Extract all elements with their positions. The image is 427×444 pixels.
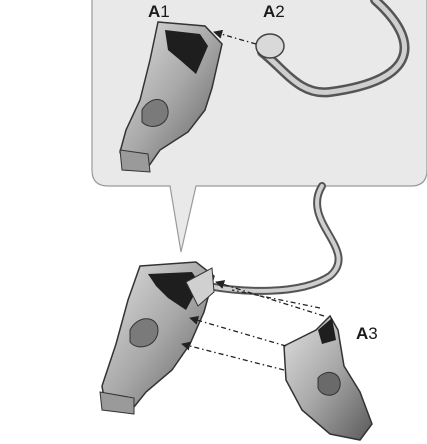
label-a3: A3 [356,324,378,343]
body-part-lower [100,262,214,414]
hose-lower [200,186,339,296]
label-a1: A1 [148,2,170,21]
label-a2: A2 [263,2,285,21]
